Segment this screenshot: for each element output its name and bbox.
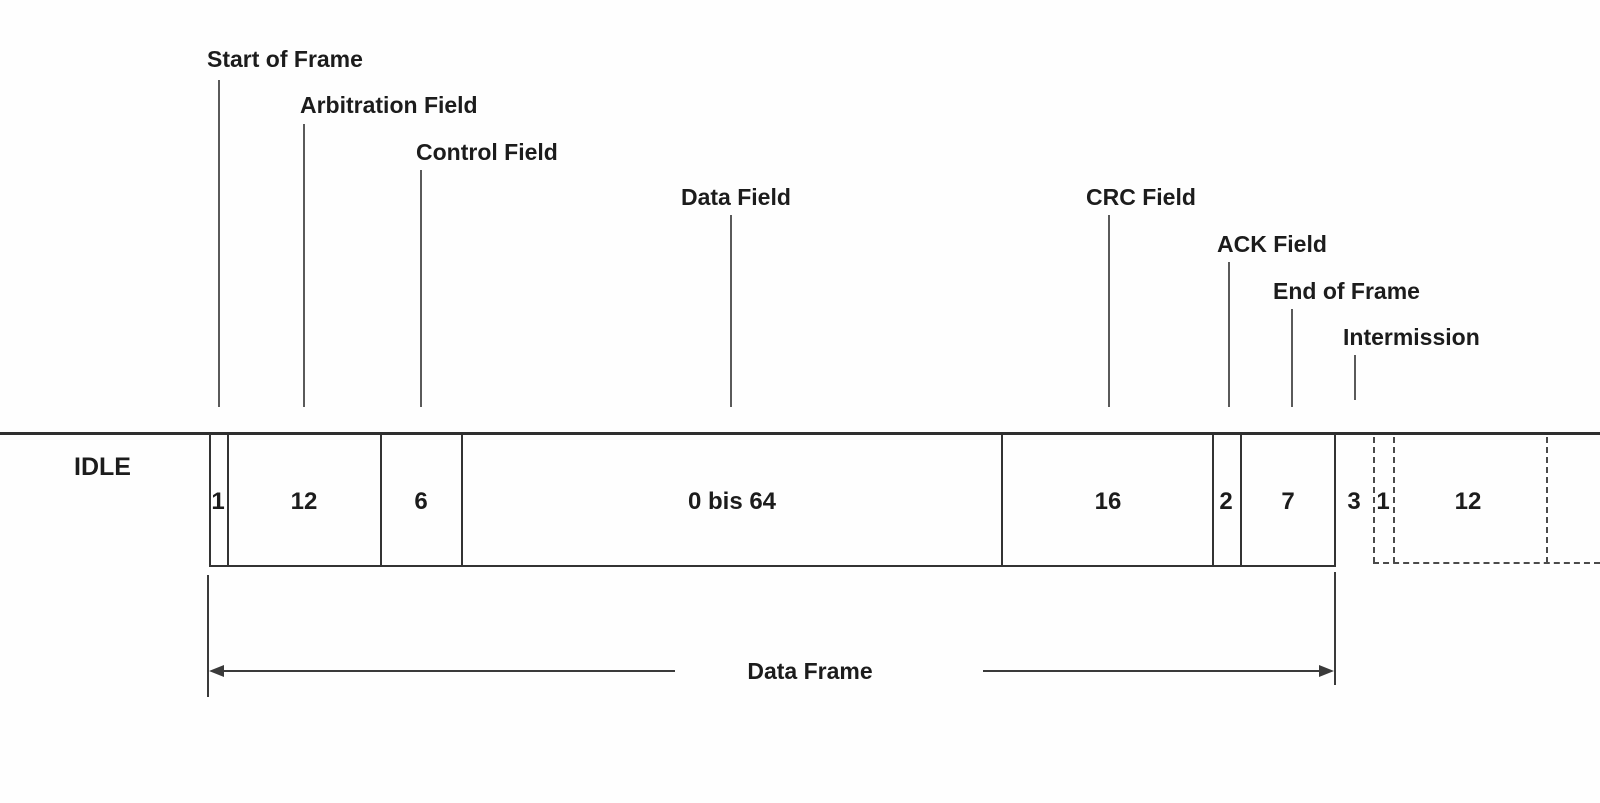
separator-ack-eof — [1240, 435, 1242, 566]
intermission-leader-line — [1354, 355, 1356, 400]
cell-arbitration-bits: 12 — [290, 488, 318, 515]
label-intermission: Intermission — [1343, 324, 1480, 350]
label-data-field: Data Field — [681, 184, 791, 210]
dashed-next-arbitration-right-edge — [1546, 437, 1548, 563]
separator-data-crc — [1001, 435, 1003, 566]
right-arrowhead-icon — [1319, 665, 1334, 677]
cell-data-bits: 0 bis 64 — [687, 488, 777, 515]
cell-next-arbitration-bits: 12 — [1454, 488, 1482, 515]
label-control-field: Control Field — [416, 139, 558, 165]
data-frame-box — [209, 434, 1336, 567]
cell-intermission-bits: 3 — [1347, 488, 1361, 515]
dashed-next-frame-bottom — [1373, 562, 1600, 564]
left-arrowhead-icon — [209, 665, 224, 677]
ack-leader-line — [1228, 262, 1230, 407]
label-start-of-frame: Start of Frame — [207, 46, 363, 72]
idle-label: IDLE — [74, 453, 131, 481]
data-leader-line — [730, 215, 732, 407]
label-ack-field: ACK Field — [1217, 231, 1327, 257]
cell-eof-bits: 7 — [1281, 488, 1295, 515]
arbitration-leader-line — [303, 124, 305, 407]
sof-leader-line — [218, 80, 220, 407]
bus-line — [0, 432, 1600, 435]
label-arbitration-field: Arbitration Field — [300, 92, 478, 118]
bracket-left-bar — [207, 575, 209, 697]
separator-sof-arbitration — [227, 435, 229, 566]
dashed-next-frame-left-edge — [1373, 437, 1375, 563]
cell-ack-bits: 2 — [1219, 488, 1233, 515]
cell-crc-bits: 16 — [1094, 488, 1122, 515]
separator-crc-ack — [1212, 435, 1214, 566]
bracket-arrow-left-segment — [222, 670, 675, 672]
control-leader-line — [420, 170, 422, 407]
eof-leader-line — [1291, 309, 1293, 407]
data-frame-span-label: Data Frame — [747, 658, 873, 684]
crc-leader-line — [1108, 215, 1110, 407]
bracket-arrow-right-segment — [983, 670, 1323, 672]
separator-control-data — [461, 435, 463, 566]
cell-sof-bits: 1 — [211, 488, 225, 515]
dashed-next-sof-right-edge — [1393, 437, 1395, 563]
label-crc-field: CRC Field — [1086, 184, 1196, 210]
cell-control-bits: 6 — [414, 488, 428, 515]
bracket-right-bar — [1334, 572, 1336, 685]
separator-arbitration-control — [380, 435, 382, 566]
label-end-of-frame: End of Frame — [1273, 278, 1420, 304]
cell-next-sof-bits: 1 — [1376, 488, 1390, 515]
